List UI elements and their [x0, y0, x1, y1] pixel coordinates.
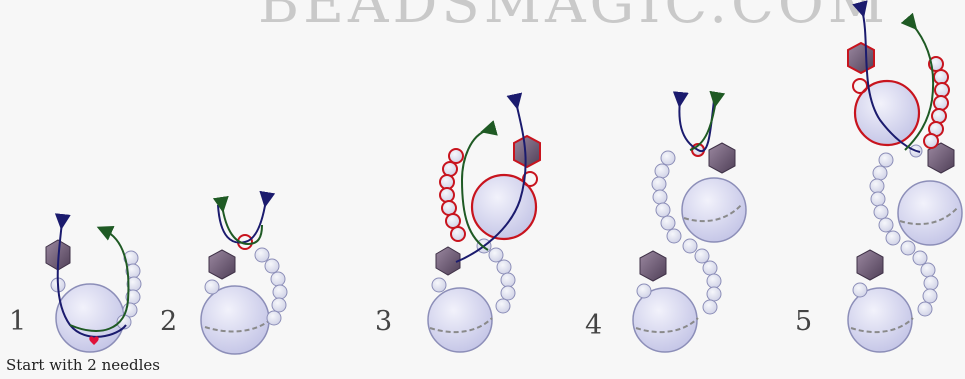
- seed-bead-loop: [869, 152, 939, 317]
- watermark-text: BEADSMAGIC.COM: [258, 0, 889, 36]
- seed-bead-column: [116, 250, 142, 330]
- step-number-4: 4: [585, 310, 603, 341]
- step-3-diagram: [427, 92, 541, 353]
- step-number-3: 3: [375, 306, 393, 337]
- new-large-bead: [470, 173, 538, 241]
- heart-icon: [89, 336, 99, 345]
- step-number-1: 1: [9, 306, 27, 337]
- instruction-caption: Start with 2 needles: [6, 356, 161, 374]
- step-4-diagram: [632, 90, 747, 353]
- thread-green: [69, 226, 130, 333]
- step-5-diagram: [847, 0, 963, 353]
- step-2-diagram: [200, 190, 288, 355]
- new-seed-bead-column: [923, 56, 950, 149]
- bicone-bead: [208, 249, 236, 280]
- large-round-bead: [200, 285, 270, 355]
- step-number-2: 2: [160, 306, 178, 337]
- seed-bead-column: [476, 238, 516, 314]
- thread-navy: [54, 213, 127, 338]
- step-1-diagram: [45, 213, 142, 353]
- seed-bead-loop: [651, 150, 722, 315]
- step-number-5: 5: [795, 306, 813, 337]
- new-seed-bead-column: [439, 148, 466, 242]
- seed-bead-column: [254, 247, 288, 326]
